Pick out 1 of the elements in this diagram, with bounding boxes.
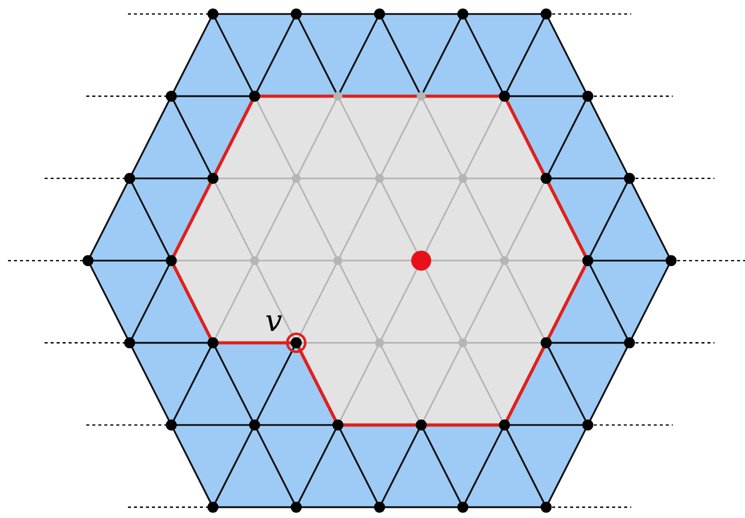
vertex-label: v [265, 304, 282, 339]
